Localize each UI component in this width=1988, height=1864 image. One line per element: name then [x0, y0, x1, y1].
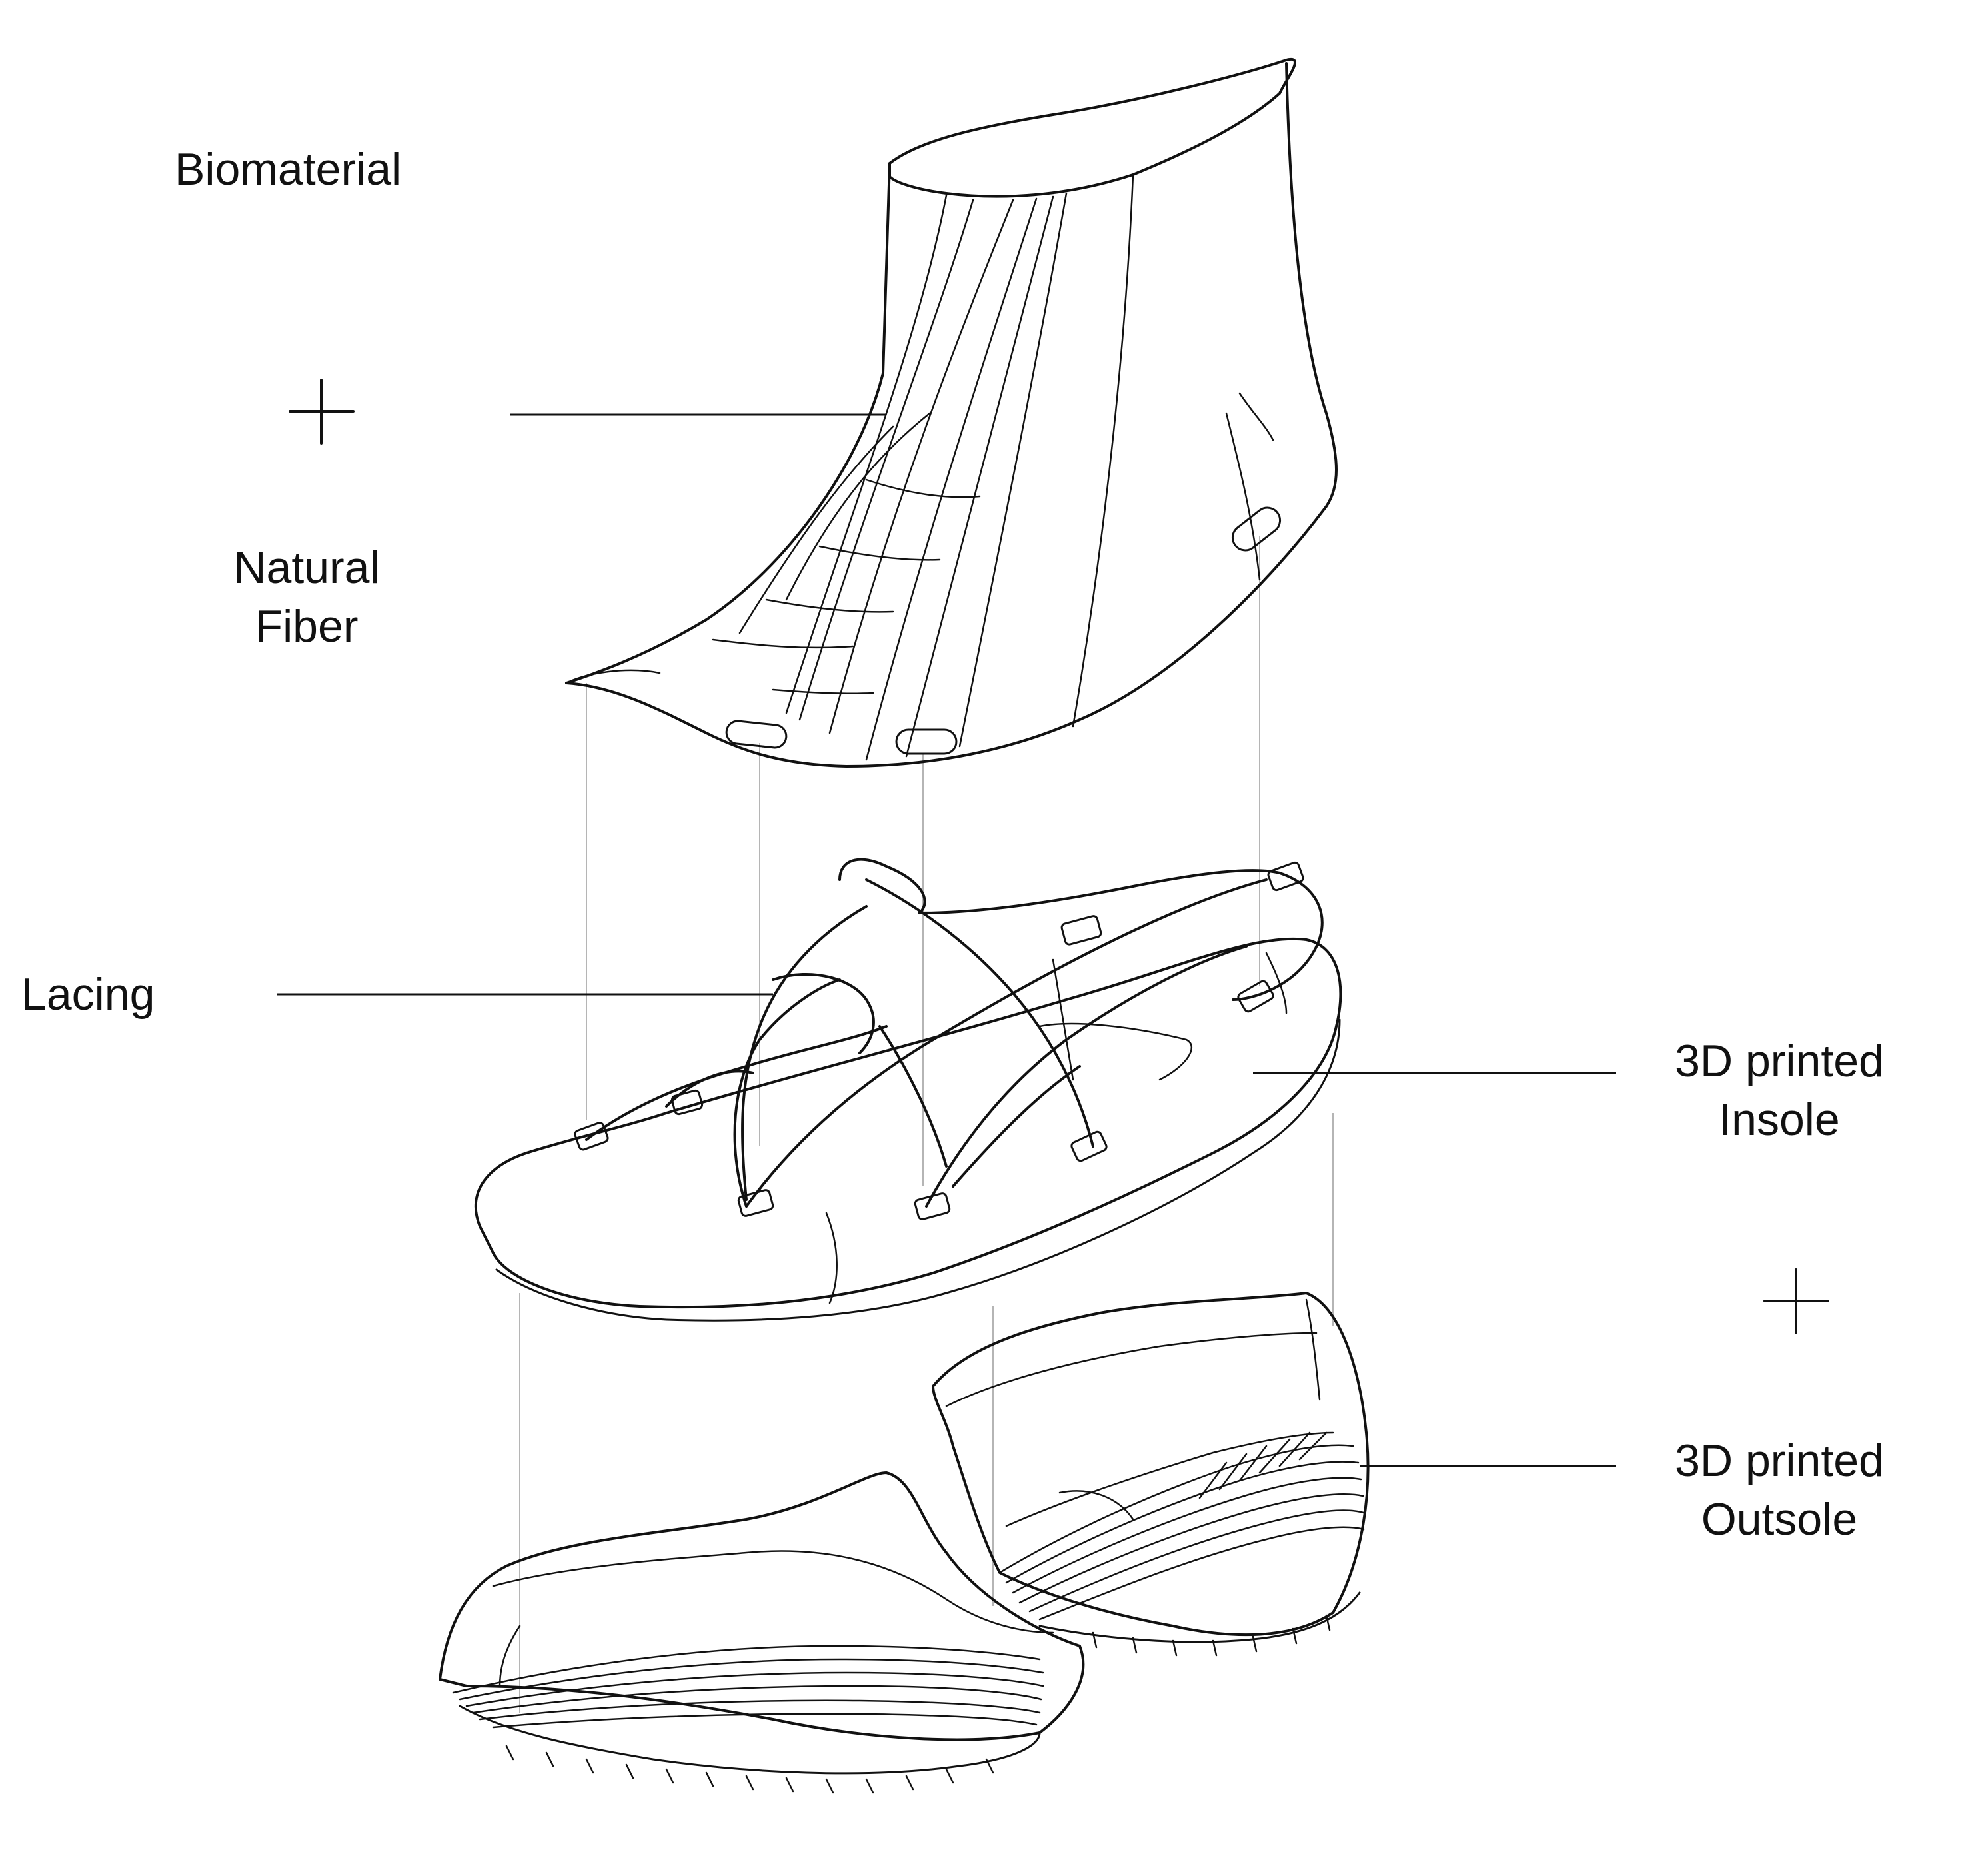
label-natural-fiber: Natural Fiber: [200, 538, 413, 656]
plus-icon: [289, 379, 355, 445]
lacing: [574, 858, 1324, 1220]
label-biomaterial-text: Biomaterial: [175, 144, 402, 195]
outsole: [439, 1292, 1370, 1794]
leader-lines: [277, 413, 1616, 1467]
upper-shell: [565, 57, 1338, 768]
rear-tread: [998, 1431, 1365, 1657]
label-outsole-line1: 3D printed: [1675, 1435, 1884, 1486]
label-outsole-line2: Outsole: [1701, 1494, 1858, 1545]
label-insole: 3D printed Insole: [1619, 1032, 1939, 1149]
front-tread: [452, 1645, 1044, 1794]
label-biomaterial: Biomaterial: [175, 140, 401, 199]
plus-icon: [1763, 1268, 1829, 1334]
label-insole-line2: Insole: [1719, 1094, 1840, 1145]
insole: [474, 937, 1342, 1322]
assembly-guides: [519, 536, 1334, 1713]
label-outsole: 3D printed Outsole: [1619, 1431, 1939, 1549]
label-lacing: Lacing: [21, 965, 155, 1024]
label-lacing-text: Lacing: [21, 969, 155, 1020]
label-natural-fiber-line1: Natural: [233, 542, 380, 593]
label-natural-fiber-line2: Fiber: [255, 601, 359, 652]
label-insole-line1: 3D printed: [1675, 1036, 1884, 1086]
